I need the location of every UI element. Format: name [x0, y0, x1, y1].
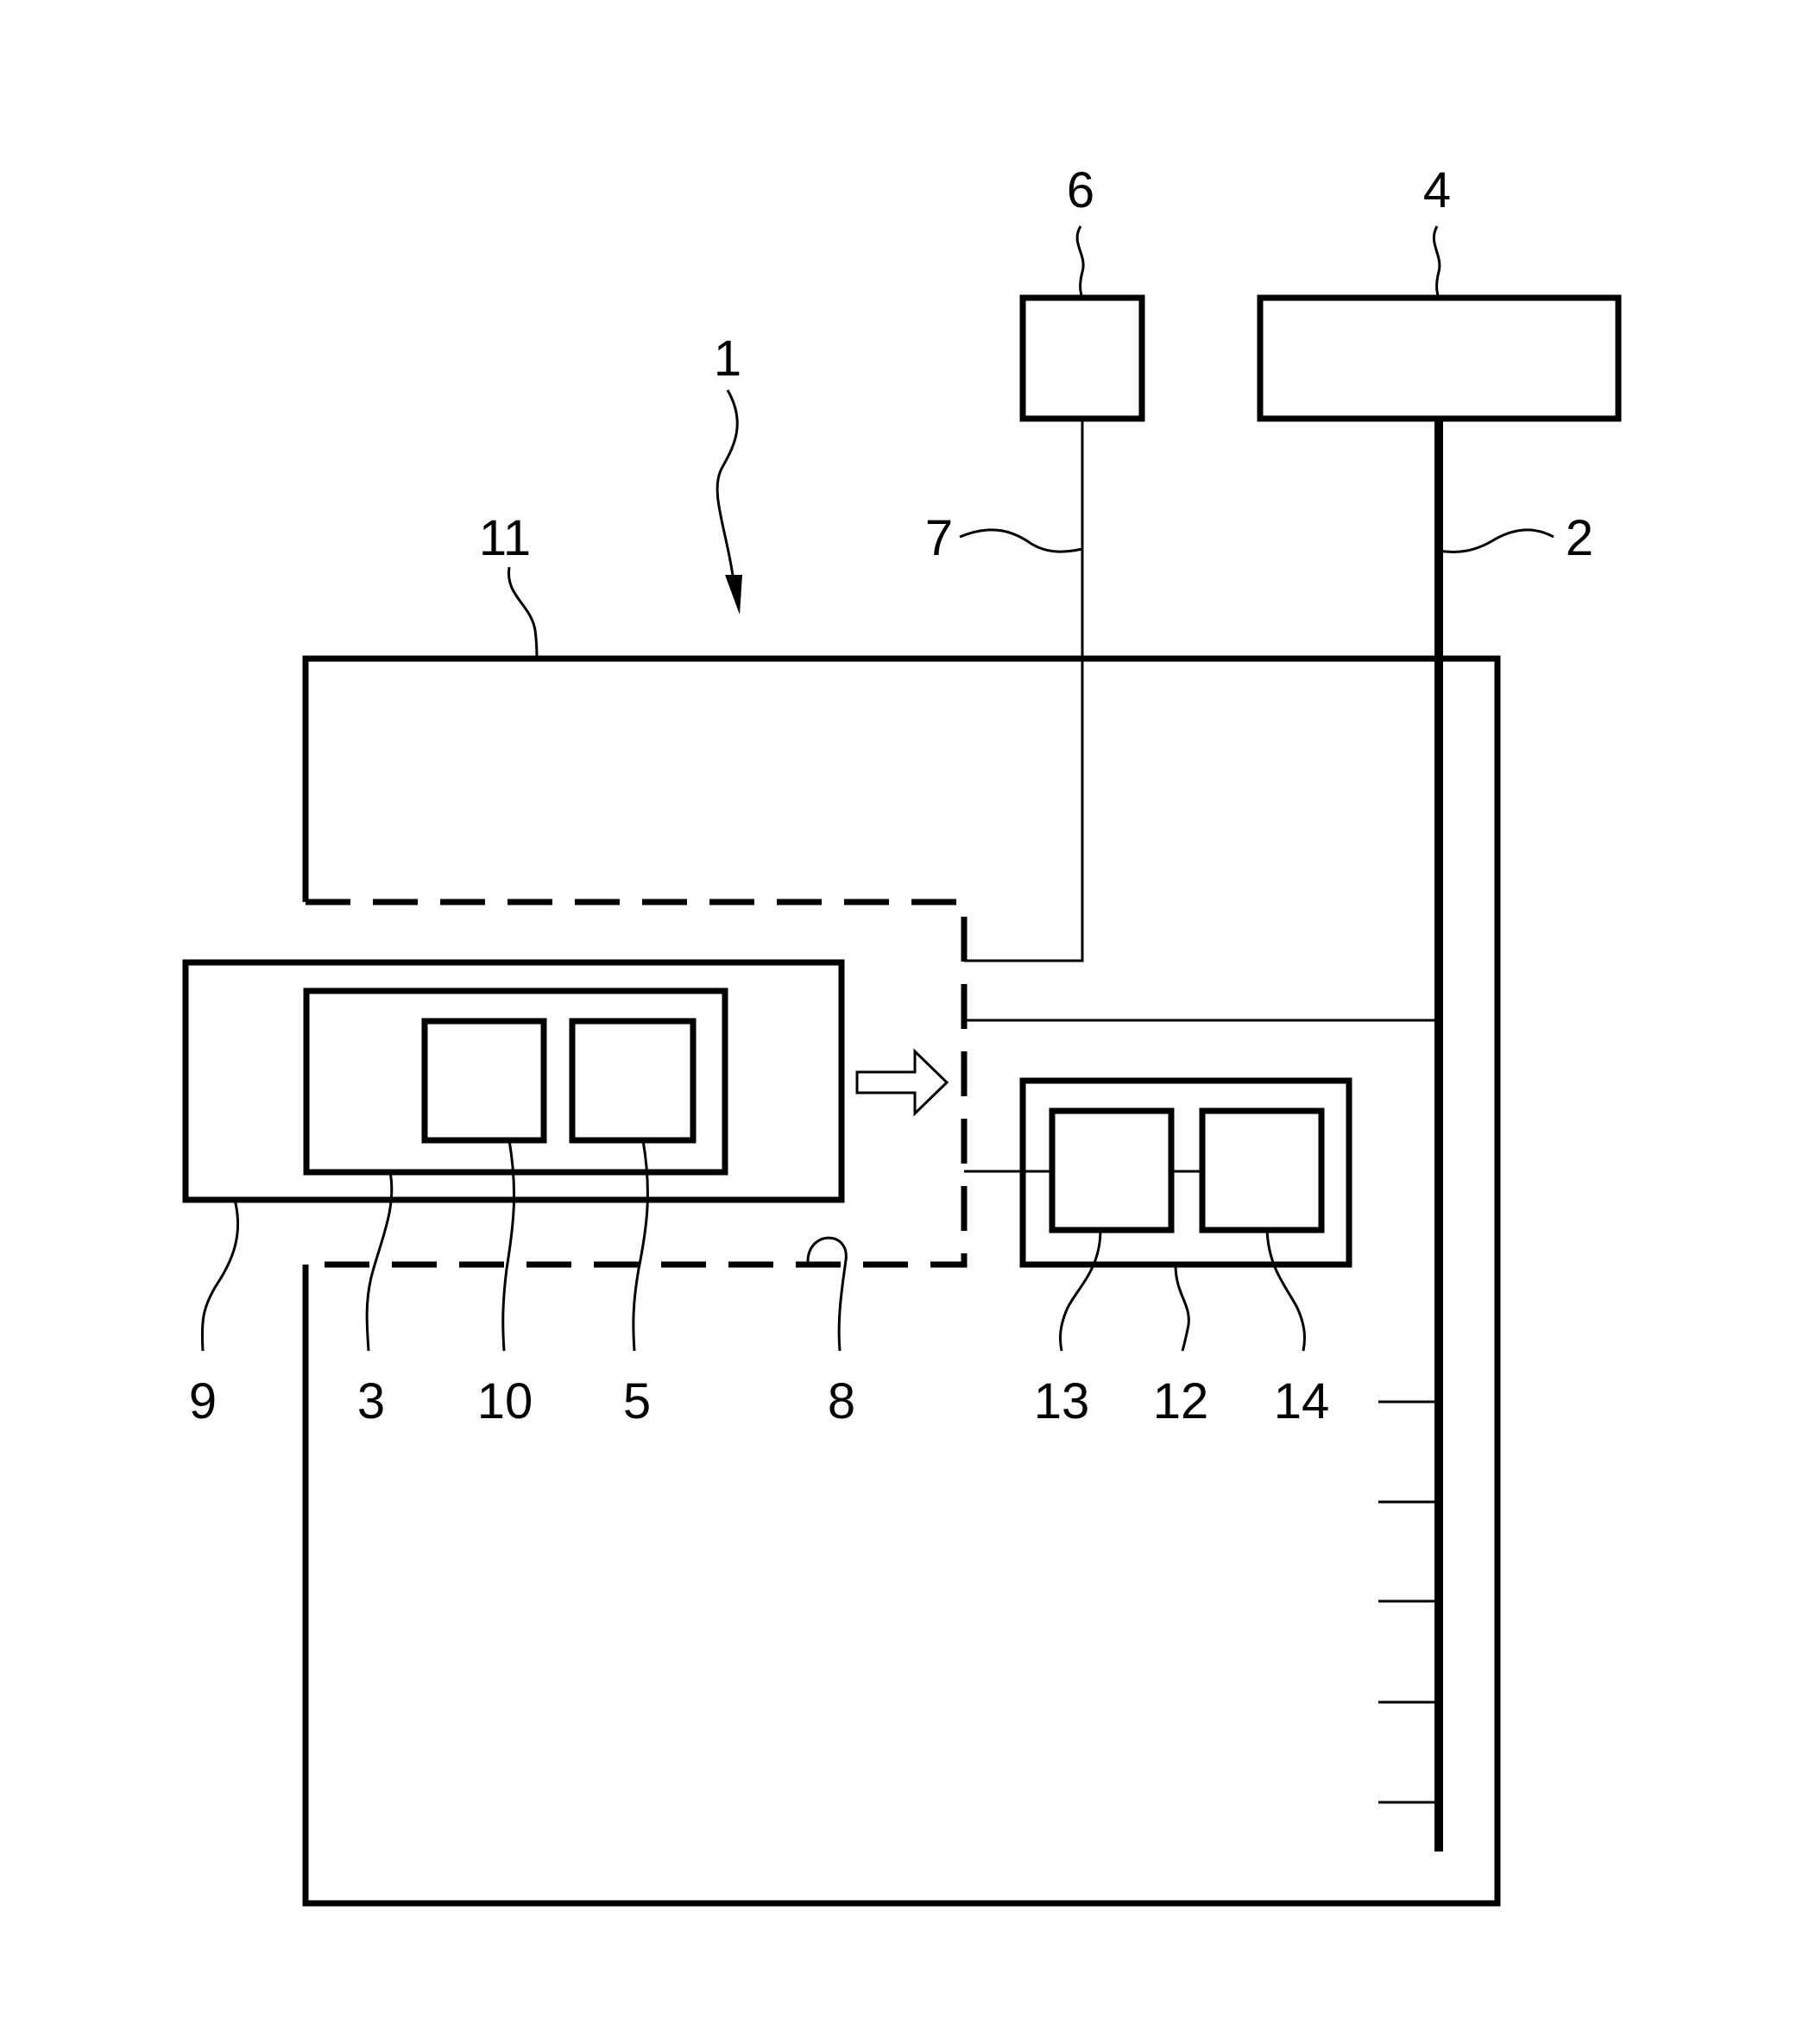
block-6 — [1023, 298, 1142, 419]
leader-11 — [508, 567, 537, 659]
ref-label-2: 2 — [1566, 510, 1593, 566]
leader-9 — [202, 1200, 237, 1351]
block-13 — [1052, 1111, 1171, 1230]
ref-label-13: 13 — [1034, 1373, 1090, 1429]
ref-label-7: 7 — [925, 510, 953, 566]
leader-8 — [808, 1238, 846, 1351]
line-7 — [964, 419, 1082, 961]
ref-label-8: 8 — [828, 1373, 855, 1429]
leader-1-arrowhead-icon — [725, 575, 742, 615]
insertion-arrow-icon — [857, 1051, 947, 1113]
leader-12 — [1176, 1265, 1188, 1351]
ref-label-6: 6 — [1067, 162, 1094, 218]
receptacle-8-dashed — [306, 902, 964, 1265]
ref-label-12: 12 — [1153, 1373, 1209, 1429]
leader-13 — [1060, 1230, 1100, 1351]
ref-label-9: 9 — [189, 1373, 217, 1429]
block-10 — [425, 1021, 544, 1140]
ref-label-14: 14 — [1274, 1373, 1330, 1429]
ref-label-11: 11 — [479, 510, 531, 566]
ref-label-3: 3 — [357, 1373, 385, 1429]
enclosure-11 — [306, 659, 1497, 1903]
leader-1 — [717, 390, 737, 596]
leader-2 — [1439, 530, 1554, 552]
leader-7 — [960, 530, 1082, 552]
block-5 — [572, 1021, 693, 1140]
leader-14 — [1267, 1230, 1305, 1351]
ref-label-5: 5 — [623, 1373, 651, 1429]
leader-6 — [1077, 226, 1083, 298]
ref-label-4: 4 — [1423, 162, 1451, 218]
block-4 — [1260, 298, 1618, 419]
leader-4 — [1434, 226, 1440, 298]
block-14 — [1202, 1111, 1321, 1230]
ref-label-1: 1 — [714, 331, 741, 387]
ref-label-10: 10 — [477, 1373, 533, 1429]
